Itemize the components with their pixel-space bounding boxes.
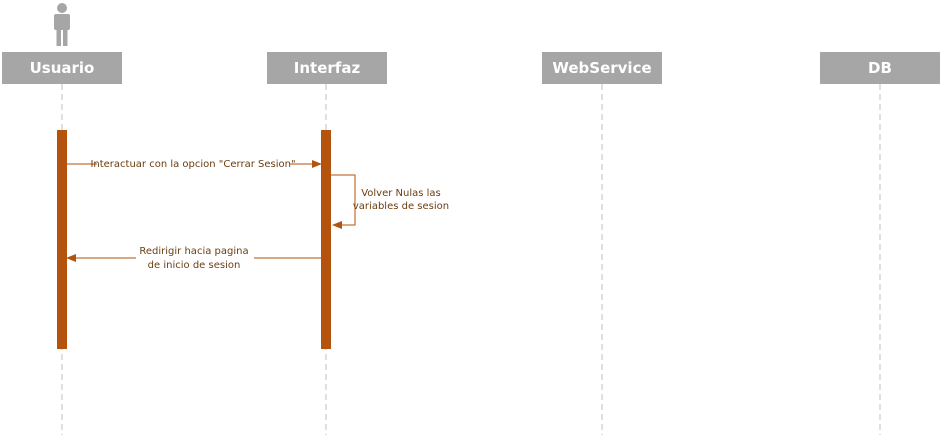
participant-label: Usuario [30, 59, 95, 77]
user-actor-icon [54, 3, 70, 46]
participant-interfaz: Interfaz [267, 52, 387, 84]
participant-label: WebService [552, 59, 651, 77]
participant-box [267, 52, 387, 84]
self-message-arrow [331, 174, 356, 229]
participant-label: DB [868, 59, 892, 77]
participant-box [542, 52, 662, 84]
message-label-line-2: de inicio de sesion [148, 260, 241, 271]
message-label-line-1: Redirigir hacia pagina [139, 246, 248, 257]
participant-webservice: WebService [542, 52, 662, 84]
message-volver-nulas: Volver Nulas las variables de sesion [331, 174, 449, 229]
message-label-line-2: variables de sesion [353, 201, 449, 212]
activation-bar-usuario [57, 130, 67, 349]
participant-label: Interfaz [294, 59, 361, 77]
participant-usuario: Usuario [2, 52, 122, 84]
message-label-line-1: Volver Nulas las [361, 188, 441, 199]
participant-box [2, 52, 122, 84]
message-label: Interactuar con la opcion "Cerrar Sesion… [90, 159, 295, 170]
message-redirigir: Redirigir hacia pagina de inicio de sesi… [66, 246, 321, 271]
participant-db: DB [820, 52, 940, 84]
message-cerrar-sesion: Interactuar con la opcion "Cerrar Sesion… [67, 156, 322, 170]
activation-bar-interfaz [321, 130, 331, 349]
participant-box [820, 52, 940, 84]
